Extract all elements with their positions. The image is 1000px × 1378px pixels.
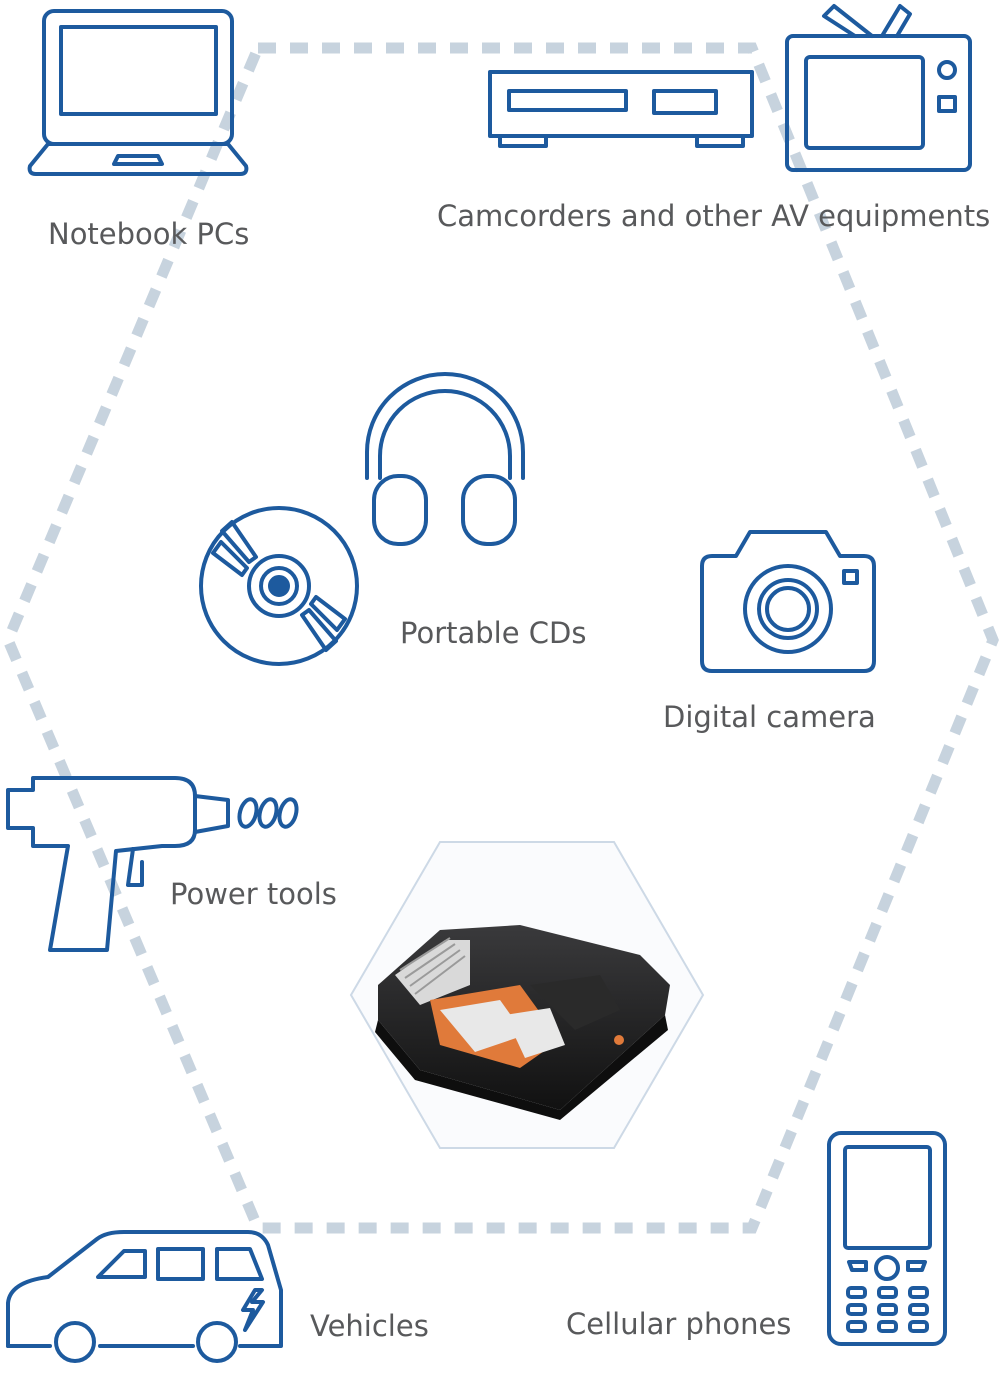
label-vehicles: Vehicles: [310, 1309, 429, 1343]
label-cellular-phones: Cellular phones: [566, 1307, 792, 1341]
av-deck-icon: [488, 70, 754, 148]
television-icon: [785, 4, 972, 172]
mobile-phone-icon: [827, 1131, 947, 1346]
battery-pack-photo: [349, 841, 705, 1149]
laptop-icon: [27, 9, 249, 176]
camera-icon: [700, 530, 876, 673]
label-power-tools: Power tools: [170, 877, 337, 911]
label-portable-cds: Portable CDs: [400, 616, 587, 650]
cd-disc-icon: [199, 506, 359, 666]
label-av-equipments: Camcorders and other AV equipments: [437, 199, 991, 233]
power-drill-icon: [6, 776, 299, 952]
label-digital-camera: Digital camera: [663, 700, 876, 734]
car-icon: [6, 1230, 283, 1363]
headphones-icon: [365, 372, 525, 546]
label-notebook-pcs: Notebook PCs: [48, 217, 250, 251]
dotted-hexagon-outline: [2, 42, 999, 1234]
